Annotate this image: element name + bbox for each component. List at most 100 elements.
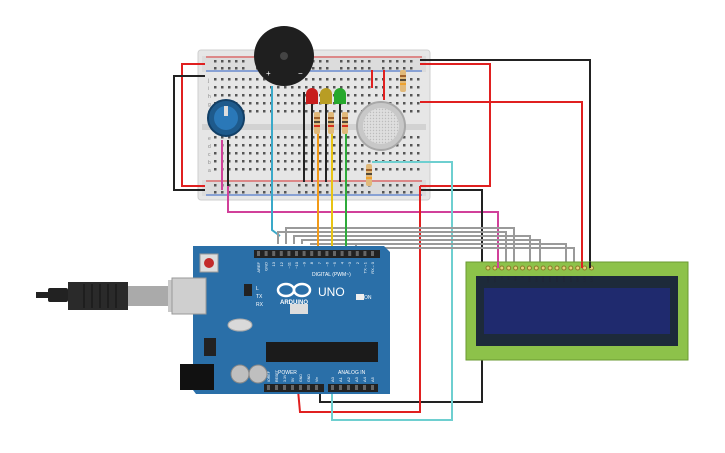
analog-pin-label: A3 [354, 376, 359, 382]
power-pin[interactable] [315, 385, 318, 390]
on-label: ON [364, 295, 372, 301]
row-letter: e [208, 136, 211, 142]
lcd-pin[interactable] [526, 265, 532, 271]
breadboard-hole [319, 160, 322, 163]
analog-pin[interactable] [371, 385, 374, 390]
breadboard-hole [277, 86, 280, 89]
rail-hole [361, 60, 364, 63]
lcd-pin[interactable] [520, 265, 525, 271]
lcd-pin[interactable] [554, 265, 560, 271]
breadboard-hole [249, 110, 252, 113]
breadboard-hole [417, 152, 420, 155]
rail-hole [256, 191, 259, 194]
power-label: POWER [278, 370, 297, 376]
led-green[interactable] [334, 88, 346, 104]
digital-pin[interactable] [302, 251, 306, 256]
digital-pin-label: TX→1 [362, 261, 367, 273]
lcd-pin[interactable] [540, 265, 546, 271]
rail-hole [228, 60, 231, 63]
digital-pin[interactable] [363, 251, 367, 256]
analog-pin[interactable] [347, 385, 350, 390]
lcd-pin-label: RS [507, 276, 511, 280]
lcd-pin[interactable] [582, 265, 588, 271]
power-pin[interactable] [307, 385, 310, 390]
digital-pin[interactable] [257, 251, 260, 256]
digital-pin[interactable] [272, 251, 276, 256]
power-pin[interactable] [291, 385, 294, 390]
led-yellow[interactable] [320, 88, 332, 104]
breadboard-hole [235, 94, 238, 97]
breadboard-hole [340, 144, 343, 147]
lcd-pin-label: DB3 [548, 276, 552, 282]
breadboard-hole [242, 152, 245, 155]
lcd-pin[interactable] [575, 265, 581, 271]
digital-pin[interactable] [371, 251, 374, 256]
power-pin[interactable] [283, 385, 286, 390]
row-letter: b [208, 160, 211, 166]
breadboard-hole [214, 86, 217, 89]
analog-pin[interactable] [363, 385, 366, 390]
breadboard-hole [228, 144, 231, 147]
digital-pin[interactable] [287, 251, 291, 256]
arduino-uno-board[interactable]: ARDUINO UNO DIGITAL (PWM~) POWER ANALOG … [171, 246, 390, 394]
breadboard-hole [263, 160, 266, 163]
rail-hole [347, 184, 350, 187]
digital-pin[interactable] [325, 251, 329, 256]
breadboard-hole [277, 152, 280, 155]
digital-pin[interactable] [340, 251, 344, 256]
digital-pin[interactable] [279, 251, 283, 256]
digital-pin[interactable] [295, 251, 298, 256]
breadboard-hole [326, 78, 329, 81]
breadboard-hole [312, 110, 315, 113]
rail-hole [221, 60, 224, 63]
digital-pin[interactable] [317, 251, 321, 256]
breadboard-hole [354, 168, 357, 171]
breadboard-hole [333, 168, 336, 171]
digital-pin-label: ~6 [324, 261, 329, 266]
piezo-buzzer[interactable]: + − [254, 26, 314, 86]
lcd-pin[interactable] [561, 265, 567, 271]
wire-cyan-sensor [331, 161, 453, 421]
wires [173, 59, 591, 421]
digital-pin-label: ~9 [302, 261, 307, 266]
breadboard-hole [298, 86, 301, 89]
rail-hole [410, 60, 413, 63]
analog-pin[interactable] [331, 385, 334, 390]
lcd-pin[interactable] [506, 265, 512, 271]
lcd-pin[interactable] [513, 265, 519, 271]
lcd-pin[interactable] [568, 265, 574, 271]
breadboard-hole [228, 86, 231, 89]
breadboard-hole [340, 152, 343, 155]
breadboard-hole [235, 160, 238, 163]
breadboard-hole [312, 86, 315, 89]
power-pin[interactable] [275, 385, 278, 390]
lcd-pin-label: DB1 [534, 276, 538, 282]
potentiometer[interactable] [207, 99, 245, 137]
digital-pin[interactable] [333, 251, 336, 256]
digital-pin[interactable] [310, 251, 314, 256]
breadboard-hole [249, 168, 252, 171]
power-pin[interactable] [267, 385, 270, 390]
breadboard-hole [319, 86, 322, 89]
analog-pin[interactable] [339, 385, 342, 390]
led-red[interactable] [306, 88, 318, 104]
rail-hole [354, 184, 357, 187]
breadboard-hole [417, 86, 420, 89]
rail-hole [326, 67, 329, 70]
power-pin[interactable] [299, 385, 302, 390]
lcd-pin[interactable] [485, 265, 491, 271]
gas-sensor[interactable] [356, 101, 406, 151]
lcd-pin[interactable] [499, 265, 505, 271]
buzzer-plus-label: + [266, 69, 271, 78]
breadboard-hole [389, 78, 392, 81]
lcd-pin[interactable] [533, 265, 539, 271]
lcd-pin[interactable] [547, 265, 553, 271]
breadboard-hole [256, 168, 259, 171]
analog-pin[interactable] [355, 385, 358, 390]
lcd-pin[interactable] [492, 265, 498, 271]
digital-pin[interactable] [264, 251, 268, 256]
breadboard-hole [361, 86, 364, 89]
digital-pin[interactable] [355, 251, 359, 256]
digital-pin[interactable] [348, 251, 352, 256]
